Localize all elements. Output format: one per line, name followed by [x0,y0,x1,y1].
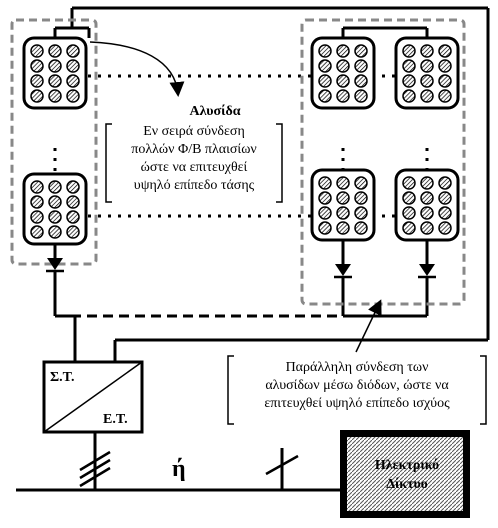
chain-line: ώστε να επιτευχθεί [140,160,248,175]
arrow-icon [89,41,382,353]
chain-description: Εν σειρά σύνδεση πολλών Φ/Β πλαισίων ώστ… [104,123,284,195]
parallel-line: Παράλληλη σύνδεση των [285,360,429,375]
inverter-ac-label: Ε.Τ. [103,412,128,427]
chain-line: πολλών Φ/Β πλαισίων [131,142,257,157]
diode-icon [44,256,438,279]
parallel-line: επιτευχθεί υψηλό επίπεδο ισχύος [264,396,450,411]
group-boxes [10,18,466,306]
chain-title: Αλυσίδα [189,104,241,119]
inverter-icon [42,360,144,434]
chain-line: υψηλό επίπεδο τάσης [133,178,255,193]
inverter-dc-label: Σ.Τ. [50,370,75,385]
parallel-description: Παράλληλη σύνδεση των αλυσίδων μέσω διόδ… [230,359,484,413]
or-label: ή [172,456,186,482]
three-phase-mark-icon [79,450,111,488]
grid-line: Ηλεκτρικό [374,458,440,473]
parallel-line: αλυσίδων μέσω διόδων, ώστε να [265,378,449,393]
parallel-bracket [227,355,487,425]
dotted-links [53,74,429,218]
chain-line: Εν σειρά σύνδεση [143,124,245,139]
chain-bracket [105,123,283,203]
grid-label: Ηλεκτρικό Δίκτυο [349,456,465,494]
grid-line: Δίκτυο [386,477,428,492]
grid-box [340,430,470,518]
single-phase-mark-icon [265,454,299,476]
